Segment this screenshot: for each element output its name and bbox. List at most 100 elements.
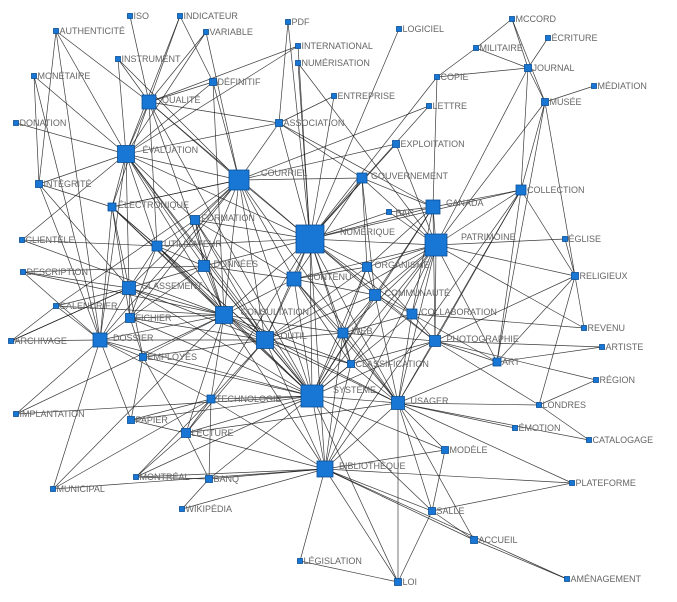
node-electronique[interactable]: ÉLECTRONIQUE xyxy=(107,200,189,212)
node-marker[interactable] xyxy=(19,237,25,243)
node-marker[interactable] xyxy=(295,60,301,66)
node-marker[interactable] xyxy=(53,28,59,34)
node-eglise[interactable]: ÉGLISE xyxy=(562,234,602,244)
node-marker[interactable] xyxy=(428,507,436,515)
node-marker[interactable] xyxy=(396,26,402,32)
node-variable[interactable]: VARIABLE xyxy=(203,27,253,37)
node-marker[interactable] xyxy=(215,306,233,324)
node-marker[interactable] xyxy=(190,215,200,225)
node-marker[interactable] xyxy=(425,199,441,215)
node-banq[interactable]: BANQ xyxy=(205,474,240,484)
node-evaluation[interactable]: ÉVALUATION xyxy=(117,145,199,163)
node-artiste[interactable]: ARTISTE xyxy=(599,342,644,352)
node-militaire[interactable]: MILITAIRE xyxy=(473,43,523,53)
node-marker[interactable] xyxy=(470,536,478,544)
node-formation[interactable]: FORMATION xyxy=(190,213,255,225)
node-marker[interactable] xyxy=(177,13,183,19)
node-dossier[interactable]: DOSSIER xyxy=(92,332,154,348)
node-marker[interactable] xyxy=(391,396,405,410)
node-contenu[interactable]: CONTENU xyxy=(286,271,352,287)
node-copie[interactable]: COPIE xyxy=(434,72,469,82)
node-marker[interactable] xyxy=(429,335,441,347)
node-marker[interactable] xyxy=(181,428,191,438)
node-pdf[interactable]: PDF xyxy=(285,17,311,27)
node-bibliotheque[interactable]: BIBLIOTHÈQUE xyxy=(316,460,406,478)
node-numerique[interactable]: NUMÉRIQUE xyxy=(295,224,395,254)
node-religieux[interactable]: RELIGIEUX xyxy=(571,271,628,281)
node-authenticite[interactable]: AUTHENTICITÉ xyxy=(53,26,126,36)
node-marker[interactable] xyxy=(441,446,449,454)
node-communaute[interactable]: COMMUNAUTÉ xyxy=(369,288,451,301)
node-marker[interactable] xyxy=(295,43,301,49)
node-marker[interactable] xyxy=(337,327,349,339)
node-donnees[interactable]: DONNÉES xyxy=(198,259,259,272)
node-qualite[interactable]: QUALITÉ xyxy=(141,94,201,110)
node-marker[interactable] xyxy=(571,272,579,280)
node-marker[interactable] xyxy=(392,140,400,148)
node-montreal[interactable]: MONTRÉAL xyxy=(133,472,190,482)
node-papier[interactable]: PAPIER xyxy=(127,415,169,425)
node-marker[interactable] xyxy=(50,486,56,492)
node-loi[interactable]: LOI xyxy=(394,577,418,587)
node-marker[interactable] xyxy=(31,73,37,79)
node-patrimoine[interactable]: PATRIMOINE xyxy=(424,232,516,257)
node-marker[interactable] xyxy=(198,260,210,272)
node-marker[interactable] xyxy=(545,35,551,41)
node-marker[interactable] xyxy=(564,576,570,582)
node-donation[interactable]: DONATION xyxy=(13,118,67,128)
node-marker[interactable] xyxy=(13,120,19,126)
node-web[interactable]: WEB xyxy=(337,326,373,339)
node-outil[interactable]: OUTIL xyxy=(256,331,308,349)
node-legislation[interactable]: LÉGISLATION xyxy=(297,556,362,566)
node-marker[interactable] xyxy=(115,56,121,62)
node-plateforme[interactable]: PLATEFORME xyxy=(569,478,636,488)
node-marker[interactable] xyxy=(347,360,355,368)
node-marker[interactable] xyxy=(285,19,291,25)
node-marker[interactable] xyxy=(53,303,59,309)
node-region[interactable]: RÉGION xyxy=(593,375,636,385)
node-accueil[interactable]: ACCUEIL xyxy=(470,535,518,545)
node-marker[interactable] xyxy=(316,460,334,478)
node-numerisation[interactable]: NUMÉRISATION xyxy=(295,58,370,68)
node-marker[interactable] xyxy=(205,475,213,483)
node-marker[interactable] xyxy=(424,233,448,257)
node-marker[interactable] xyxy=(127,13,133,19)
node-marker[interactable] xyxy=(369,289,381,301)
node-photographie[interactable]: PHOTOGRAPHIE xyxy=(429,334,519,347)
node-marker[interactable] xyxy=(515,184,527,196)
node-lecture[interactable]: LECTURE xyxy=(181,428,234,438)
node-classement[interactable]: CLASSEMENT xyxy=(122,281,204,295)
node-marker[interactable] xyxy=(331,93,337,99)
node-description[interactable]: DESCRIPTION xyxy=(20,267,89,277)
node-catalogage[interactable]: CATALOGAGE xyxy=(586,435,654,445)
node-marker[interactable] xyxy=(586,437,592,443)
node-municipal[interactable]: MUNICIPAL xyxy=(50,484,105,494)
node-marker[interactable] xyxy=(512,425,518,431)
node-marker[interactable] xyxy=(107,202,117,212)
node-marker[interactable] xyxy=(569,480,575,486)
node-amenagement[interactable]: AMÉNAGEMENT xyxy=(564,574,642,584)
node-marker[interactable] xyxy=(386,209,392,215)
node-marker[interactable] xyxy=(581,325,587,331)
node-archivage[interactable]: ARCHIVAGE xyxy=(8,336,67,346)
node-marker[interactable] xyxy=(593,377,599,383)
node-marker[interactable] xyxy=(426,103,432,109)
node-collection[interactable]: COLLECTION xyxy=(515,184,585,196)
node-courriel[interactable]: COURRIEL xyxy=(228,168,308,191)
node-marker[interactable] xyxy=(20,269,26,275)
node-salle[interactable]: SALLE xyxy=(428,506,465,516)
node-systeme[interactable]: SYSTÈME xyxy=(300,384,376,408)
node-usager[interactable]: USAGER xyxy=(391,396,450,410)
node-marker[interactable] xyxy=(356,172,368,184)
node-collaboration[interactable]: COLLABORATION xyxy=(406,307,497,320)
node-marker[interactable] xyxy=(473,45,479,51)
node-marker[interactable] xyxy=(133,474,139,480)
node-marker[interactable] xyxy=(228,169,250,191)
node-londres[interactable]: LONDRES xyxy=(536,400,587,410)
node-marker[interactable] xyxy=(125,313,135,323)
node-mediation[interactable]: MÉDIATION xyxy=(591,81,647,91)
node-classification[interactable]: CLASSIFICATION xyxy=(347,359,429,369)
node-marker[interactable] xyxy=(13,411,19,417)
node-clientele[interactable]: CLIENTÈLE xyxy=(19,235,75,245)
node-marker[interactable] xyxy=(286,271,302,287)
